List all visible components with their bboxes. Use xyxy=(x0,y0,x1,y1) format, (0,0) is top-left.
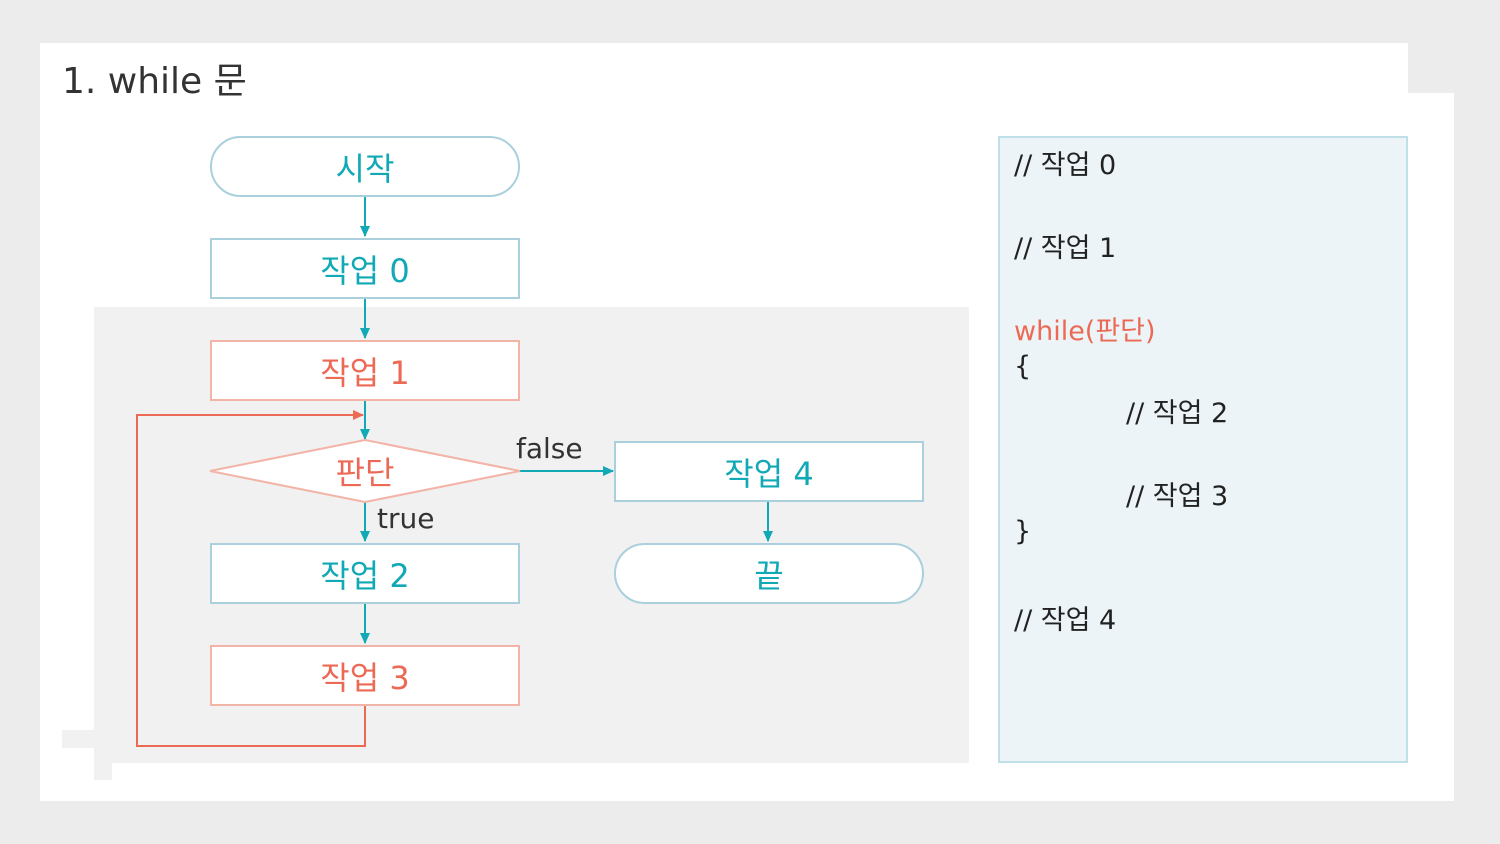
decoration-block xyxy=(62,730,96,748)
code-line: // 작업 2 xyxy=(1126,398,1229,429)
code-line: // 작업 3 xyxy=(1126,481,1229,512)
start-terminal: 시작 xyxy=(210,136,520,197)
task1-box: 작업 1 xyxy=(210,340,520,401)
code-line-while: while(판단) xyxy=(1014,316,1156,347)
task0-box: 작업 0 xyxy=(210,238,520,299)
code-line: } xyxy=(1014,516,1032,547)
false-label: false xyxy=(516,432,583,465)
code-line: // 작업 1 xyxy=(1014,233,1117,264)
code-line: // 작업 4 xyxy=(1014,605,1117,636)
end-terminal: 끝 xyxy=(614,543,924,604)
decision-label: 판단 xyxy=(335,454,395,492)
loop-back-arrow xyxy=(136,410,366,747)
code-panel xyxy=(998,136,1408,763)
code-line: // 작업 0 xyxy=(1014,150,1117,181)
decoration-block xyxy=(94,700,112,780)
true-label: true xyxy=(377,502,435,535)
code-line: { xyxy=(1014,351,1032,382)
slide-title: 1. while 문 xyxy=(62,61,247,102)
task4-box: 작업 4 xyxy=(614,441,924,502)
task2-box: 작업 2 xyxy=(210,543,520,604)
task3-box: 작업 3 xyxy=(210,645,520,706)
decision-diamond xyxy=(209,438,521,504)
